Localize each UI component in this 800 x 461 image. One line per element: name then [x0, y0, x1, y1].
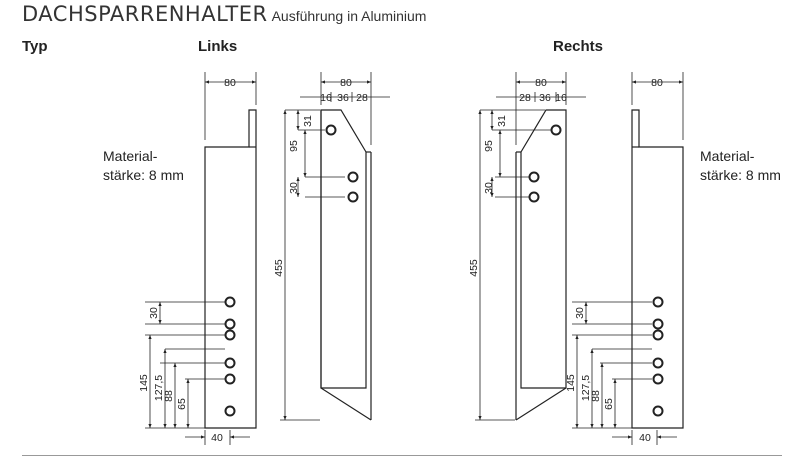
dim-side-80-links: 80 [340, 77, 352, 89]
header-typ: Typ [22, 38, 48, 55]
dim-v455-rechts: 455 [468, 259, 480, 277]
dim-hole-65-rechts: 65 [603, 398, 615, 410]
links-side-view [320, 109, 372, 421]
dim-top-16-links: 16 [320, 92, 332, 104]
links-front-view [204, 109, 257, 429]
dim-v95-links: 95 [288, 140, 300, 152]
header-rechts: Rechts [553, 38, 604, 55]
dim-hole-65-links: 65 [176, 398, 188, 410]
rechts-side-view [515, 109, 567, 421]
dim-top-36-links: 36 [337, 92, 349, 104]
title-subtitle: Ausführung in Aluminium [271, 8, 427, 24]
dim-v455-links: 455 [273, 259, 285, 277]
dim-hole-30-rechts: 30 [574, 307, 586, 319]
dim-width-40-links: 40 [211, 432, 223, 444]
dim-width-40-rechts: 40 [639, 432, 651, 444]
header-links: Links [198, 38, 238, 55]
dim-hole-30-links: 30 [148, 307, 160, 319]
material-line2: stärke: 8 mm [103, 167, 184, 183]
material-line2: stärke: 8 mm [700, 167, 781, 183]
material-label-left: Material- stärke: 8 mm [103, 147, 184, 185]
dim-top-28-rechts: 28 [519, 92, 531, 104]
dim-v30-links: 30 [288, 182, 300, 194]
dim-hole-127-links: 127,5 [153, 375, 165, 401]
bottom-divider [22, 455, 782, 456]
rechts-front-view [631, 109, 684, 429]
dim-v31-rechts: 31 [496, 115, 508, 127]
dim-hole-145-rechts: 145 [565, 374, 577, 392]
dim-width-80-links: 80 [224, 77, 236, 89]
dim-top-16-rechts: 16 [555, 92, 567, 104]
dim-v31-links: 31 [302, 115, 314, 127]
dim-hole-145-links: 145 [138, 374, 150, 392]
dim-width-80-rechts: 80 [651, 77, 663, 89]
dim-v30-rechts: 30 [483, 182, 495, 194]
dim-hole-88-rechts: 88 [590, 390, 602, 402]
dim-v95-rechts: 95 [483, 140, 495, 152]
dim-hole-88-links: 88 [163, 390, 175, 402]
material-label-right: Material- stärke: 8 mm [700, 147, 781, 185]
title-main: DACHSPARRENHALTER [22, 2, 268, 26]
dim-hole-127-rechts: 127,5 [580, 375, 592, 401]
dim-top-36-rechts: 36 [539, 92, 551, 104]
dim-side-80-rechts: 80 [535, 77, 547, 89]
material-line1: Material- [103, 148, 158, 164]
dim-top-28-links: 28 [356, 92, 368, 104]
material-line1: Material- [700, 148, 755, 164]
